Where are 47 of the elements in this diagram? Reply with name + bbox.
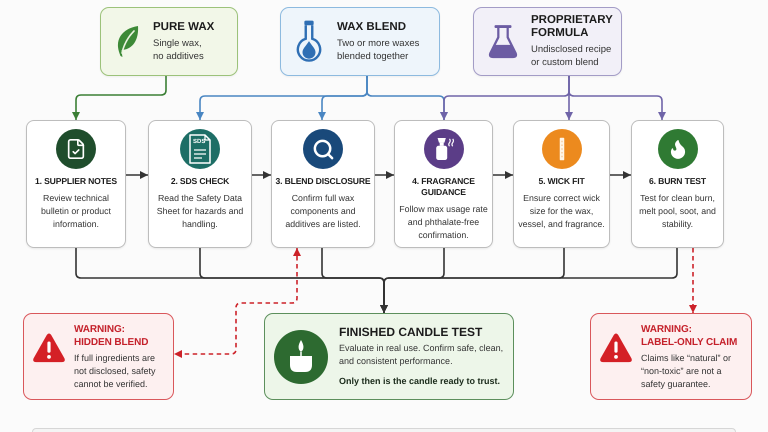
arrow: [610, 171, 631, 179]
result-heading: FINISHED CANDLE TEST: [339, 325, 484, 339]
card-text: Two or more waxes blended together: [337, 36, 420, 62]
arrow: [380, 248, 678, 313]
source-card: [280, 7, 440, 76]
warning-heading: WARNING: HIDDEN BLEND: [74, 324, 150, 349]
step-card: [394, 120, 493, 248]
arrow: [72, 76, 167, 120]
card-text: Undisclosed recipe or custom blend: [531, 43, 612, 69]
source-card: [100, 7, 238, 76]
arrow: [126, 171, 148, 179]
arrow: [493, 171, 513, 179]
step-text: Confirm full wax components and additives are listed.: [284, 192, 362, 231]
card-heading: WAX BLEND: [337, 20, 407, 34]
card-text: Single wax, no additives: [153, 36, 205, 62]
step-heading: 3. BLEND DISCLOSURE: [275, 176, 371, 187]
step-text: Ensure correct wick size for the wax, vessel, and fragrance.: [517, 192, 606, 231]
step-heading: 5. WICK FIT: [538, 176, 585, 187]
result-text: Evaluate in real use. Confirm safe, clean, and consistent performance.: [339, 342, 504, 368]
step-text: Read the Safety Data Sheet for hazards and handling.: [156, 192, 244, 231]
step-card: [148, 120, 252, 248]
step-heading: 6. BURN TEST: [649, 176, 706, 187]
step-heading: 1. SUPPLIER NOTES: [35, 176, 117, 187]
step-card: [271, 120, 375, 248]
source-card: [473, 7, 622, 76]
step-heading: 4. FRAGRANCE GUIDANCE: [411, 176, 476, 198]
warning-card: [590, 313, 752, 400]
dashed-arrow: [174, 248, 301, 358]
arrow: [568, 76, 666, 120]
step-card: [631, 120, 724, 248]
step-heading: 2. SDS CHECK: [170, 176, 230, 187]
card-heading: PROPRIETARY FORMULA: [531, 14, 614, 40]
step-card: [26, 120, 126, 248]
step-text: Follow max usage rate and phthalate-free confirmation.: [398, 203, 489, 242]
arrow: [375, 171, 394, 179]
warning-card: [23, 313, 174, 400]
step-text: Test for clean burn, melt pool, soot, and stability.: [638, 192, 717, 231]
result-note: Only then is the candle ready to trust.: [339, 375, 502, 388]
card-heading: PURE WAX: [153, 20, 216, 34]
step-card: [513, 120, 610, 248]
dashed-arrow: [689, 248, 697, 313]
warning-text: Claims like “natural” or “non-toxic” are not a safety guarantee.: [641, 352, 732, 391]
warning-heading: WARNING: LABEL-ONLY CLAIM: [641, 324, 738, 349]
step-text: Review technical bulletin or product information.: [40, 192, 112, 231]
arrow: [252, 171, 271, 179]
result-card: [264, 313, 514, 400]
warning-text: If full ingredients are not disclosed, safety cannot be verified.: [74, 352, 157, 391]
